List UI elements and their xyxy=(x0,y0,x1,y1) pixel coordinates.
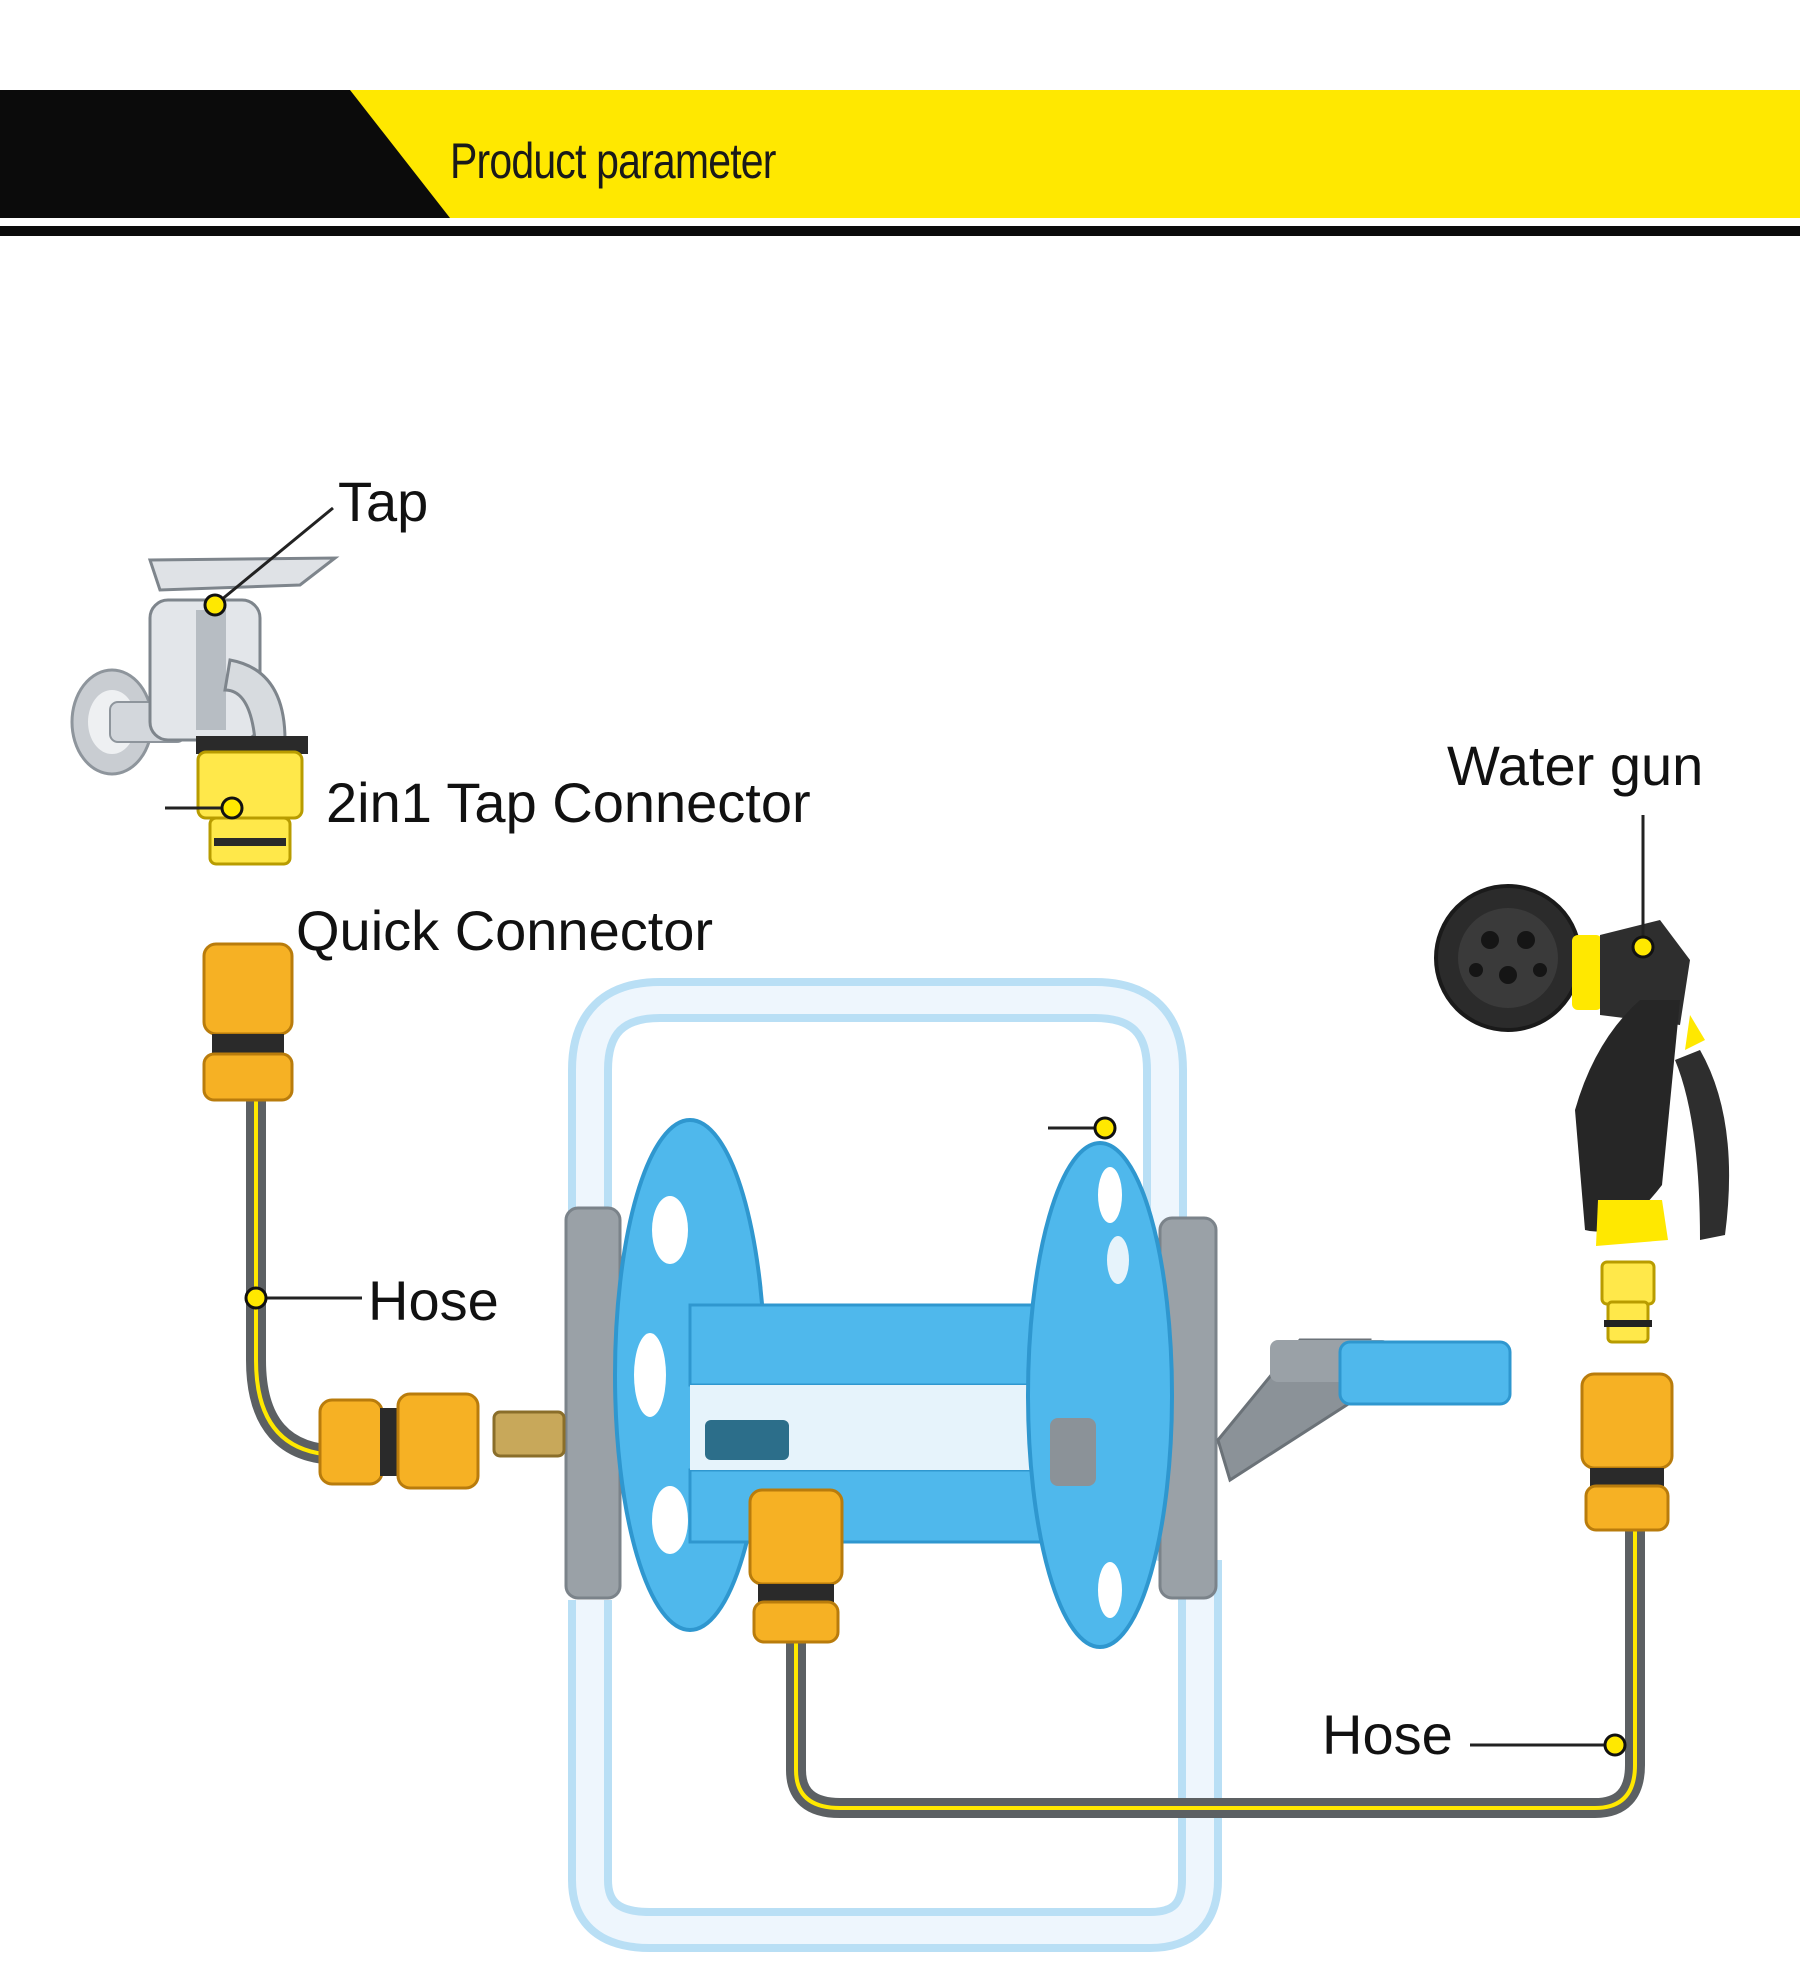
hose-left-label: Hose xyxy=(368,1269,499,1332)
header-title: Product parameter xyxy=(450,133,776,189)
water-gun-callout-dot xyxy=(1631,935,1655,959)
water-gun-label: Water gun xyxy=(1447,734,1704,797)
hose-left-callout-dot xyxy=(244,1286,268,1310)
water-gun-illustration xyxy=(1434,884,1730,1344)
tap-illustration xyxy=(70,556,340,776)
tap-callout-line xyxy=(214,506,334,607)
quick-connectors xyxy=(202,942,1674,1644)
reel-drum xyxy=(492,1118,1512,1649)
hose-right-label: Hose xyxy=(1322,1703,1453,1766)
header-banner xyxy=(0,90,1800,236)
tap-connector-label: 2in1 Tap Connector xyxy=(326,771,811,834)
hose-right-callout-dot xyxy=(1603,1733,1627,1757)
callouts xyxy=(165,506,1645,1747)
tap-callout-dot xyxy=(203,593,227,617)
tap-connector-callout-dot xyxy=(220,796,244,820)
callout-dots xyxy=(203,593,1655,1757)
reel-callout-dot xyxy=(1093,1116,1117,1140)
quick-connector-label: Quick Connector xyxy=(296,899,714,962)
tap-label: Tap xyxy=(338,470,429,533)
